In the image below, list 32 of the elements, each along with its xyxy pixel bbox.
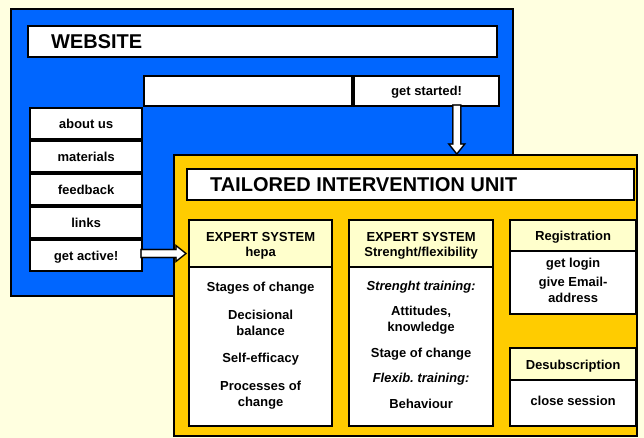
module-item: Attitudes, knowledge: [386, 303, 456, 335]
module-box: [188, 219, 333, 427]
panel-title: TAILORED INTERVENTION UNIT: [186, 168, 635, 201]
arrow: [140, 244, 188, 264]
menu-item: get active!: [29, 239, 143, 272]
module-header: Registration: [511, 221, 635, 252]
module-item: give Email-address: [538, 274, 608, 306]
panel-title: WEBSITE: [27, 25, 498, 58]
module-item: Decisional balance: [226, 306, 294, 339]
module-box: [509, 219, 637, 315]
module-item: get login: [546, 255, 600, 271]
module-item: Behaviour: [389, 396, 453, 412]
module-item: Flexib. training:: [372, 370, 470, 386]
arrow: [447, 104, 466, 156]
intervention-window-dialog: [173, 154, 638, 437]
menu-item: materials: [29, 140, 143, 173]
module-box: [348, 219, 494, 427]
module-item: Self-efficacy: [222, 350, 299, 366]
module-item: Strenght training:: [366, 278, 476, 294]
module-item: close session: [530, 393, 616, 409]
module-header: EXPERT SYSTEM Strenght/flexibility: [350, 221, 492, 268]
module-item: Stages of change: [206, 279, 314, 296]
menu-item: feedback: [29, 173, 143, 206]
menu-item: about us: [29, 107, 143, 140]
module-item: Stage of change: [370, 344, 472, 360]
module-item: Processes of change: [219, 378, 302, 410]
module-header: Desubscription: [511, 349, 635, 381]
menu-box: [143, 75, 353, 107]
module-box: [509, 347, 637, 427]
module-header: EXPERT SYSTEM hepa: [190, 221, 331, 268]
menu-item: get started!: [353, 75, 500, 107]
menu-item: links: [29, 206, 143, 239]
